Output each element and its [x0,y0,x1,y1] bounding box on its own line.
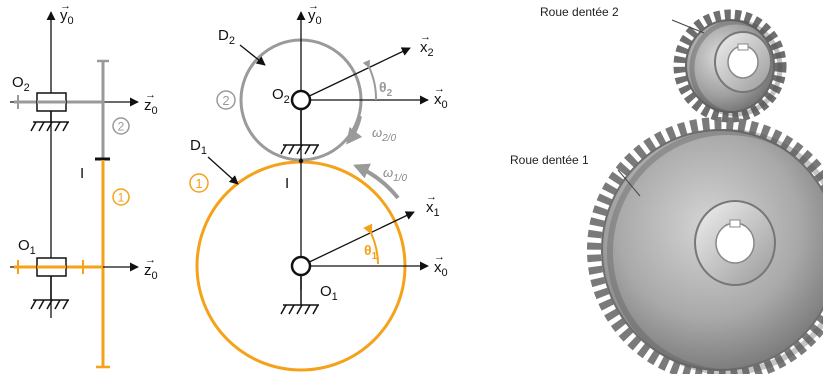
svg-text:→: → [145,89,156,101]
center-part1-badge [189,173,209,193]
center-x2-axis [300,47,411,101]
theta2-label: θ2 [379,79,393,99]
left-part2-badge [112,117,130,135]
left-part2-label: 2 [118,120,125,134]
theta1-arc [363,223,379,265]
gear1-render [587,117,823,374]
svg-text:O1: O1 [320,283,338,303]
center-D2-label: D2 [218,27,235,47]
svg-text:→: → [434,83,445,95]
svg-text:→: → [420,31,431,43]
left-y-axis-label: y0 → [60,0,74,27]
left-point-I: I [80,165,84,182]
svg-text:z0: z0 [144,97,158,117]
contact-I [298,158,304,164]
omega10-arrow [353,163,400,200]
omega21-arrow [346,115,363,145]
theta1-label: θ1 [364,242,378,262]
center-point-O1: O1 [320,283,338,303]
svg-text:O1: O1 [18,237,36,257]
center-x0-bottom-label: x0 → [434,251,448,279]
gear1-photo-leader [617,169,641,197]
svg-text:x0: x0 [434,259,448,279]
svg-text:x1: x1 [426,199,440,219]
gear2-photo-leader [671,19,705,34]
center-pivot-O1 [290,255,312,277]
center-ground-bottom [280,304,319,315]
left-point-O2: O2 [12,74,30,94]
gear2-render [673,9,787,123]
svg-text:O2: O2 [272,86,290,106]
svg-text:→: → [60,0,71,12]
center-point-I: I [285,175,289,192]
omega21-label: ω2/0 [372,125,396,144]
center-x2-label: x2 → [420,31,434,59]
gear2-photo-label: Roue dentée 2 [540,5,619,19]
svg-text:θ2: θ2 [379,79,393,99]
center-pivot-O2 [290,89,312,111]
center-ground-top [280,144,319,155]
left-part1-badge [112,188,130,206]
left-z-axis-bottom-label: z0 → [144,254,158,282]
center-x1-label: x1 → [426,191,440,219]
svg-text:→: → [308,0,319,12]
left-view: y0 → z0 → 2 O2 [10,0,158,369]
svg-text:z0: z0 [144,262,158,282]
omega10-label: ω1/0 [383,165,407,184]
svg-text:x2: x2 [420,39,434,59]
left-part1-label: 1 [118,191,125,205]
left-z-axis-top-label: z0 → [144,89,158,117]
svg-text:D1: D1 [190,137,207,157]
center-D1-label: D1 [190,137,207,157]
theta2-arc [362,59,378,101]
left-point-O1: O1 [18,237,36,257]
center-x1-axis [300,211,415,267]
center-y-axis-label: y0 → [308,0,322,27]
svg-text:→: → [426,191,437,203]
svg-text:D2: D2 [218,27,235,47]
center-part2-label: 2 [222,93,229,108]
D1-leader [207,156,239,185]
svg-text:→: → [145,254,156,266]
svg-text:θ1: θ1 [364,242,378,262]
svg-text:ω2/0: ω2/0 [372,125,396,144]
center-view: y0 → x0 → x2 → θ2 O2 [189,0,448,372]
center-point-O2: O2 [272,86,290,106]
D2-leader [239,44,266,66]
svg-text:y0: y0 [308,7,322,27]
gear1-photo-label: Roue dentée 1 [510,153,589,167]
svg-text:ω1/0: ω1/0 [383,165,407,184]
left-ground-top [30,121,69,132]
center-part2-badge [216,90,236,110]
center-part1-label: 1 [195,176,202,191]
left-ground-bottom [30,299,69,310]
svg-text:x0: x0 [434,91,448,111]
svg-text:→: → [434,251,445,263]
svg-text:O2: O2 [12,74,30,94]
svg-text:y0: y0 [60,7,74,27]
gear-photo: Roue dentée 2 Roue dentée 1 [510,5,823,374]
center-x0-top-label: x0 → [434,83,448,111]
